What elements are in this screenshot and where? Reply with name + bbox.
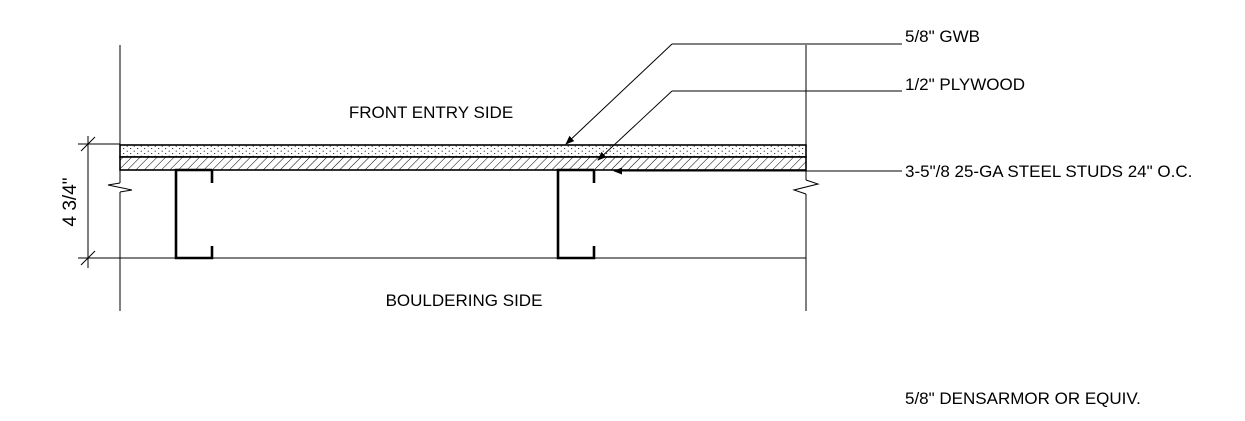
gypsum-board-layer: [119, 144, 807, 158]
bouldering-side-label: BOULDERING SIDE: [386, 291, 543, 310]
steel-stud-right: [556, 168, 596, 260]
steel-stud-left: [174, 168, 214, 260]
right-break-line: [792, 45, 820, 311]
dimension-line: [80, 136, 96, 268]
callout-gwb: 5/8" GWB: [905, 27, 980, 46]
callout-plywood: 1/2" PLYWOOD: [905, 75, 1025, 94]
leader-plywood: [597, 90, 902, 161]
callout-studs: 3-5"/8 25-GA STEEL STUDS 24" O.C.: [905, 162, 1192, 181]
leader-gwb: [565, 43, 902, 145]
dimension-label: 4 3/4": [60, 177, 81, 226]
front-entry-side-label: FRONT ENTRY SIDE: [349, 103, 513, 122]
left-break-line: [107, 45, 133, 311]
sheathing-note: 5/8" DENSARMOR OR EQUIV.: [905, 389, 1141, 408]
plywood-layer: [119, 156, 807, 171]
